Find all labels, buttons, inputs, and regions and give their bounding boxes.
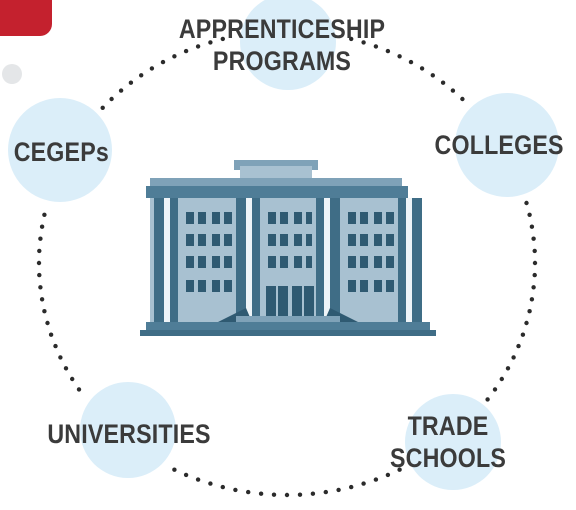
ring-dot: [39, 297, 45, 302]
ring-dot: [361, 481, 366, 486]
ring-dot: [419, 66, 425, 71]
ring-dot: [516, 343, 521, 349]
ring-dot: [310, 491, 316, 496]
ring-dot: [450, 88, 456, 93]
ring-dot: [397, 467, 402, 472]
ring-dot: [118, 88, 124, 93]
ring-dot: [336, 487, 341, 493]
ring-dot: [42, 212, 47, 217]
ring-dot: [109, 96, 114, 102]
ring-dot: [195, 44, 201, 49]
ring-dot: [37, 248, 42, 254]
ring-dot: [430, 73, 435, 78]
ring-dot: [36, 260, 42, 266]
node-circles: [8, 0, 559, 490]
ring-dot: [100, 105, 105, 111]
ring-dot: [408, 59, 414, 65]
dotted-ring: [36, 36, 538, 498]
ring-dot: [208, 481, 213, 486]
ring-dot: [532, 248, 537, 254]
ring-dot: [373, 477, 379, 482]
ring-dot: [520, 332, 526, 337]
ring-dot: [284, 492, 290, 498]
node-circle-colleges: [455, 93, 559, 197]
decorative-dot: [2, 64, 22, 84]
ring-dot: [397, 54, 402, 59]
ring-dot: [70, 376, 75, 382]
ring-dot: [37, 272, 42, 278]
node-circle-trade: [405, 394, 501, 490]
ring-dot: [524, 320, 529, 326]
ring-dot: [246, 489, 251, 495]
ring-dot: [149, 66, 155, 71]
node-circle-apprenticeship: [240, 0, 336, 90]
ring-dot: [527, 212, 532, 217]
building-icon: [140, 160, 436, 336]
ring-dot: [440, 80, 446, 85]
ring-dot: [183, 48, 189, 54]
ring-dot: [505, 366, 511, 371]
ring-dot: [349, 484, 354, 490]
ring-dot: [258, 491, 264, 496]
ring-dot: [220, 484, 225, 490]
ring-dot: [271, 492, 277, 497]
ring-dot: [492, 387, 498, 392]
ring-dot: [527, 309, 532, 314]
ring-dot: [172, 54, 177, 59]
corner-accent-tab: [0, 0, 52, 36]
ring-dot: [39, 224, 45, 229]
ring-dot: [511, 355, 516, 360]
ring-dot: [323, 489, 328, 495]
node-colleges: COLLEGES: [434, 130, 564, 160]
ring-dot: [373, 44, 379, 49]
ring-dot: [531, 285, 536, 290]
ring-dot: [220, 36, 225, 42]
ring-dot: [38, 236, 43, 241]
ring-dot: [361, 40, 366, 45]
node-label-line: SCHOOLS: [389, 443, 507, 474]
node-label-line: TRADE: [407, 411, 489, 441]
ring-dot: [58, 355, 63, 360]
ring-dot: [53, 343, 58, 349]
ring-dot: [160, 59, 166, 65]
ring-dot: [532, 272, 537, 278]
ring-dot: [529, 224, 535, 229]
ring-dot: [208, 40, 213, 45]
ring-dot: [195, 477, 201, 482]
node-cegeps: CEGEPs: [13, 137, 109, 167]
ring-dot: [63, 366, 69, 371]
ring-dot: [183, 472, 189, 478]
ring-dot: [139, 73, 144, 78]
node-label-line: APPRENTICESHIP: [178, 14, 386, 44]
ring-dot: [485, 397, 490, 402]
ring-dot: [529, 297, 535, 302]
ring-dot: [532, 260, 538, 266]
node-apprenticeship-programs: APPRENTICESHIP PROGRAMS: [179, 13, 385, 78]
node-circle-cegeps: [8, 98, 112, 202]
ring-dot: [349, 36, 354, 42]
ring-dot: [76, 387, 82, 392]
ring-dot: [172, 467, 177, 472]
ring-dot: [128, 80, 134, 85]
ring-dot: [385, 472, 391, 478]
ring-dot: [48, 332, 54, 337]
ring-dot: [42, 309, 47, 314]
ring-dot: [45, 320, 50, 326]
ring-dot: [524, 200, 529, 206]
node-universities: UNIVERSITIES: [47, 419, 211, 449]
ring-dot: [385, 48, 391, 54]
ring-dot: [531, 236, 536, 241]
ring-dot: [499, 376, 504, 382]
node-circle-universities: [80, 382, 176, 478]
ring-dot: [233, 487, 238, 493]
node-trade-schools: TRADE SCHOOLS: [388, 410, 508, 475]
node-label-line: PROGRAMS: [212, 46, 352, 77]
ring-dot: [38, 285, 43, 290]
ring-dot: [460, 96, 465, 102]
ring-dot: [297, 492, 303, 497]
